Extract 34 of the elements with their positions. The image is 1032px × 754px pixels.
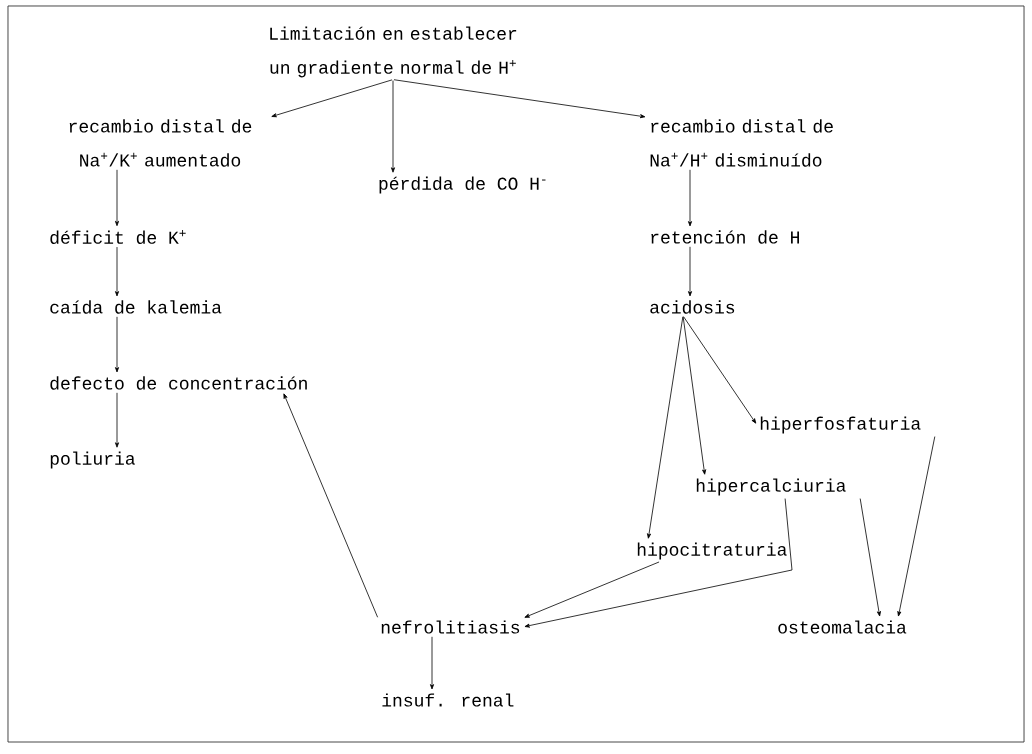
text-label: acidosis [650,300,735,314]
arrow [859,498,881,617]
arrow [897,436,936,617]
arrow [115,169,120,227]
arrow [524,498,793,628]
text-label: recambio distal de Na$^{+}$/H$^{+}$ disminuído [650,119,833,167]
arrow [683,316,757,424]
text-label: pérdida de CO H$^{-}$ [379,176,546,194]
arrow [688,246,692,297]
arrow [271,79,393,118]
arrow [283,393,378,618]
text-label: caída de kalemia [50,300,222,314]
text-label: defecto de concentración [50,376,307,390]
arrow [688,169,692,227]
text-label: poliuria [50,451,135,469]
arrow [430,636,434,690]
text-label: hipercalciuria [696,478,846,496]
text-label: nefrolitiasis [381,620,520,634]
arrow [682,316,707,475]
text-label: Limitación en establecer un gradiente normal de H$^{+}$ [270,26,517,78]
arrow [647,316,684,539]
arrow [115,392,120,448]
arrow [391,80,395,173]
text-label: recambio distal de Na$^{+}$/K$^{+}$ aumentado [69,119,252,167]
arrow [393,79,646,119]
text-label: osteomalacia [778,620,907,634]
text-label: retención de H [651,230,799,244]
text-label: hiperfosfaturia [760,416,921,434]
text-label: insuf. renal [382,693,514,707]
arrow [524,561,660,618]
arrow [115,246,120,297]
text-label: déficit de K$^{+}$ [50,230,186,244]
text-label: hipocitraturia [637,542,787,560]
arrow [115,316,120,373]
